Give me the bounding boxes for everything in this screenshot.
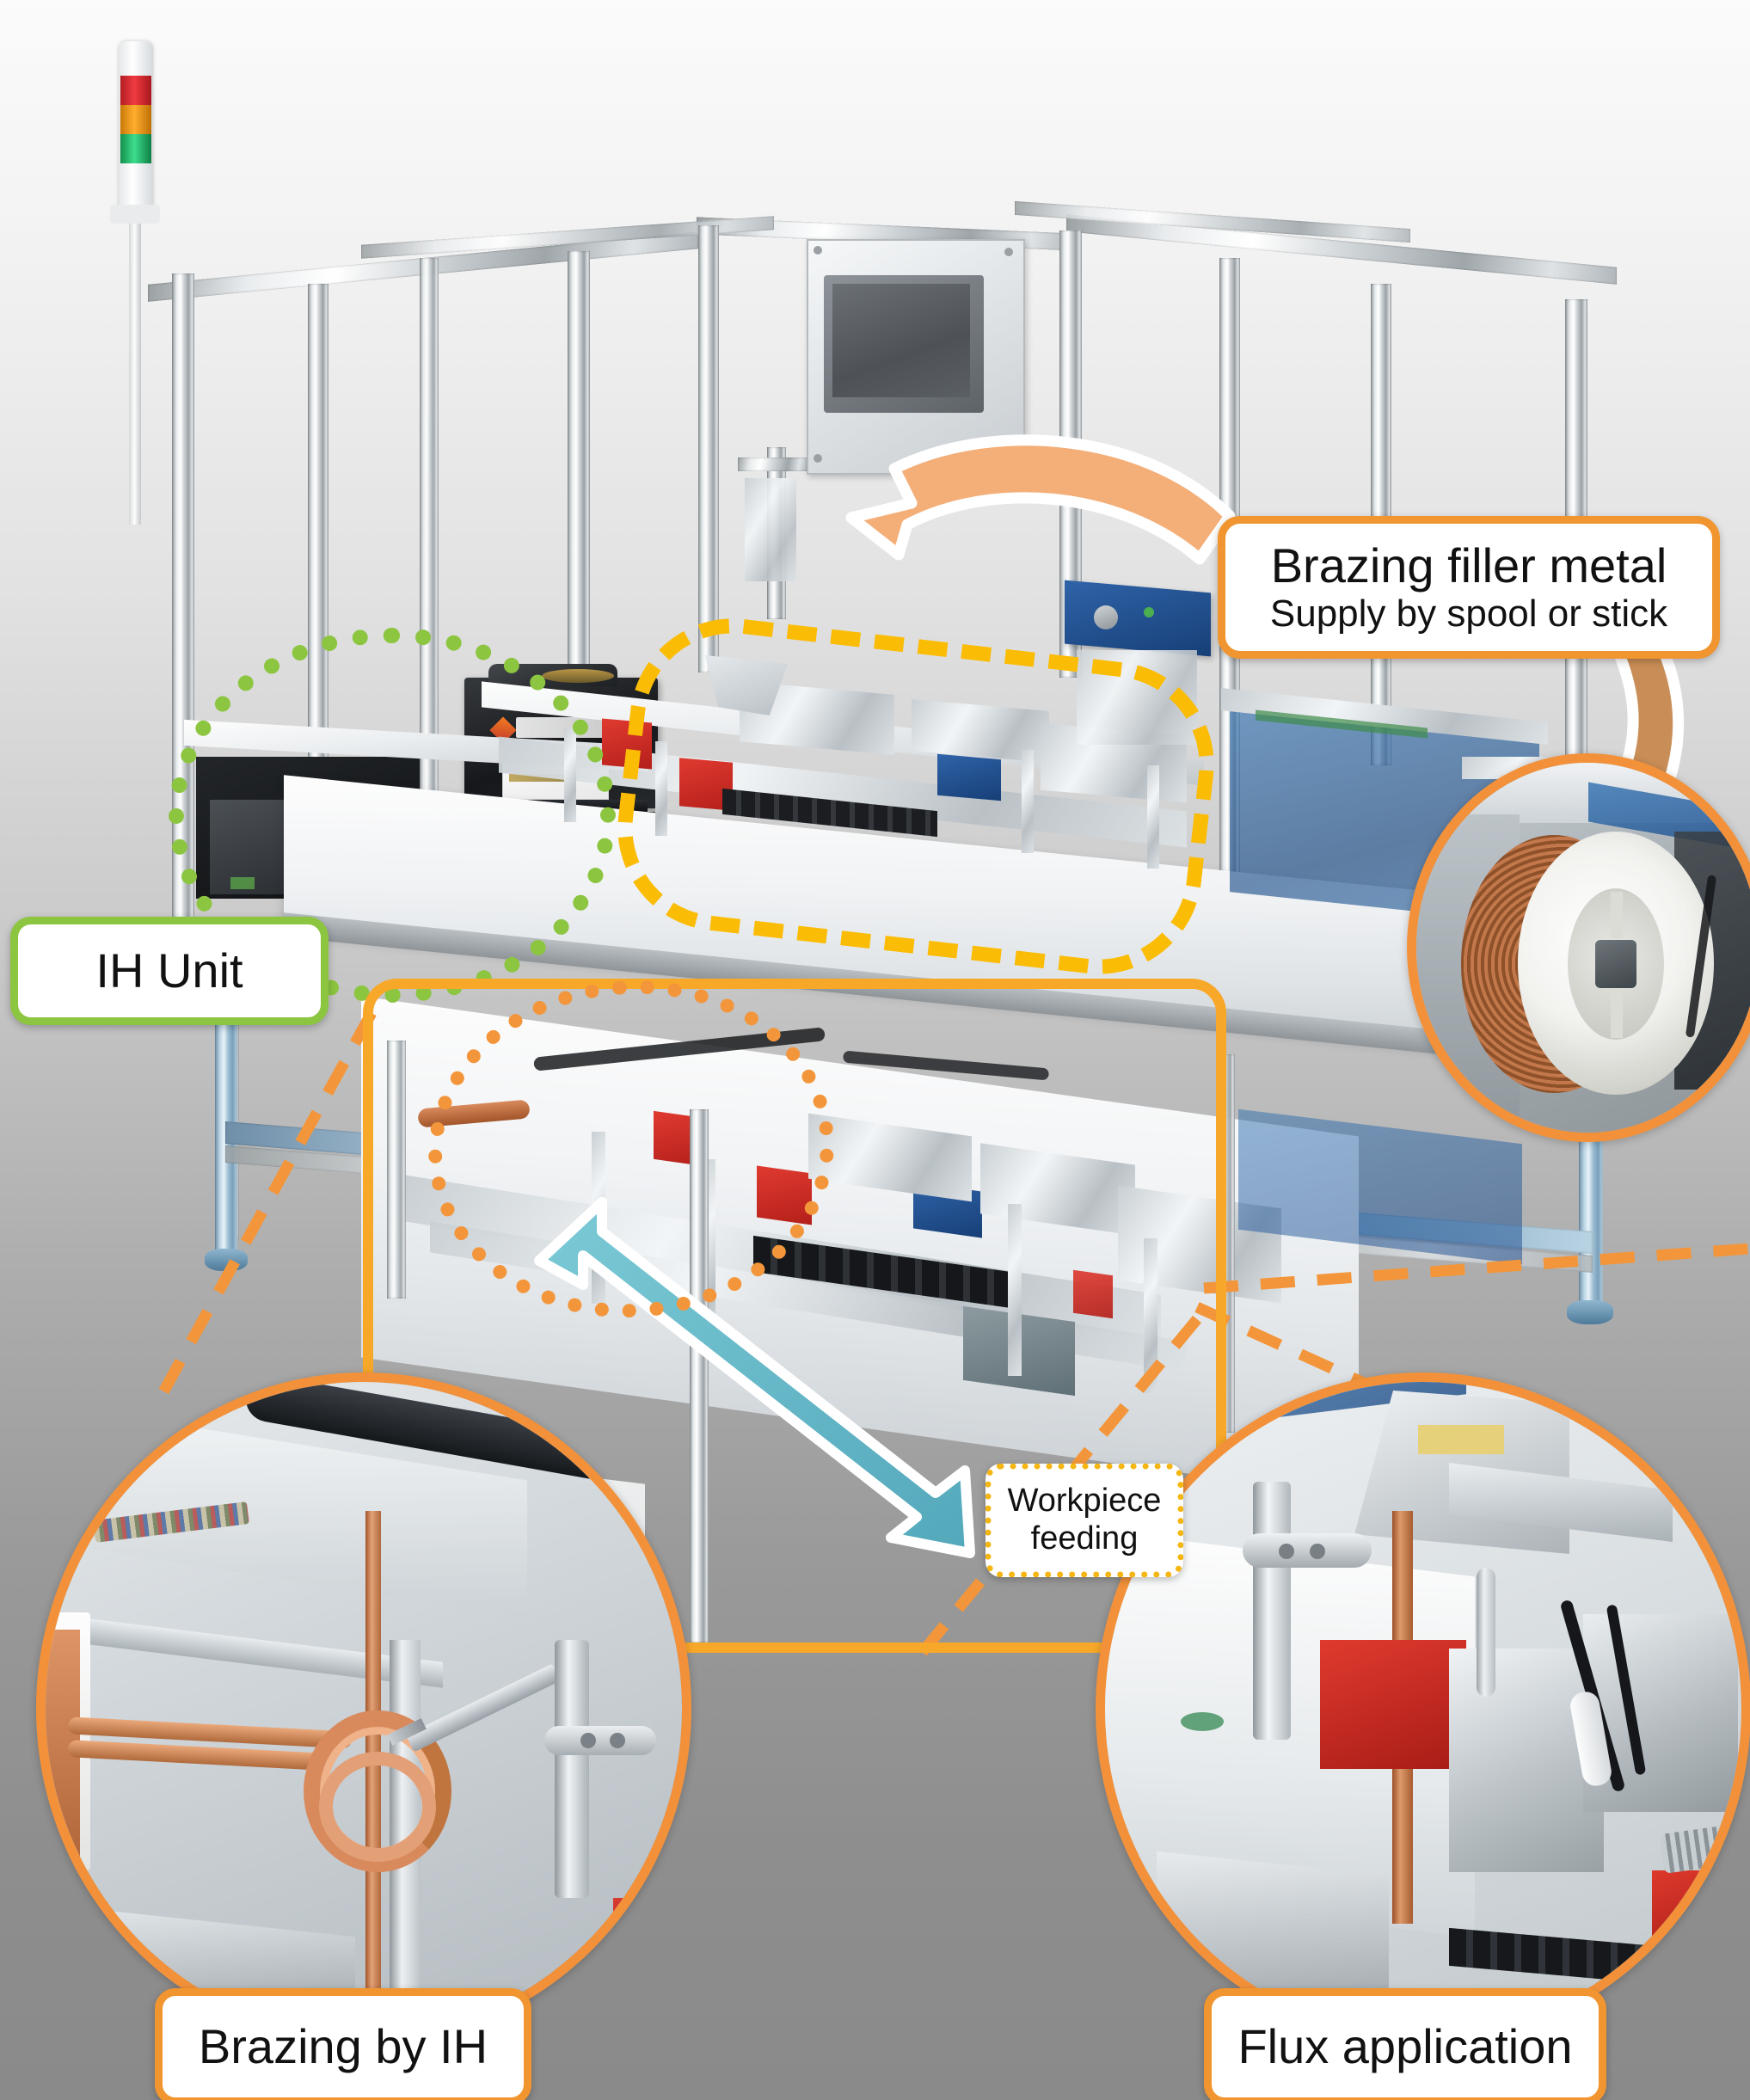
filler-feeder-stand — [1077, 650, 1197, 745]
callout-ih-title: IH Unit — [95, 943, 243, 998]
flux-piston-rod — [1477, 1568, 1495, 1697]
flux-clamp-lever — [1243, 1533, 1372, 1568]
hmi-mount-plate — [738, 457, 807, 471]
stack-light-red — [120, 76, 151, 105]
flux-tape-label — [1418, 1425, 1504, 1454]
callout-brazing-title: Brazing by IH — [198, 2018, 488, 2073]
hmi-bolt-tr — [1004, 248, 1013, 256]
flux-clamp-bolt-1 — [1279, 1544, 1294, 1559]
hmi-bolt-br — [1004, 456, 1013, 464]
ih-unit-top-ring — [542, 669, 614, 683]
flux-base-plate — [1157, 1851, 1389, 2005]
lower-vert-col-2 — [387, 1041, 406, 1299]
inset-flux-image — [1105, 1382, 1741, 2036]
callout-brazing-filler-metal: Brazing filler metal Supply by spool or … — [1218, 516, 1720, 659]
foot-left — [205, 1249, 248, 1271]
brz-red-block — [613, 1898, 673, 1975]
brz-clamp-post — [555, 1640, 589, 1898]
callout-workpiece-feeding: Workpiece feeding — [986, 1464, 1183, 1577]
callout-feed-title: Workpiece feeding — [1007, 1483, 1162, 1557]
hmi-post-bracket — [745, 478, 796, 581]
inset-spool-circle — [1407, 753, 1750, 1142]
callout-flux-application: Flux application — [1204, 1988, 1606, 2100]
flux-steel-head — [1449, 1649, 1604, 1872]
callout-brazing-by-ih: Brazing by IH — [155, 1988, 531, 2100]
upper-line-post-3 — [1022, 750, 1034, 853]
spool-spoke-2 — [1611, 988, 1623, 1038]
inset-spool-image — [1416, 763, 1750, 1133]
brz-coil-turn-2 — [319, 1752, 436, 1862]
inset-brazing-circle — [36, 1372, 691, 2045]
stack-light-amber — [120, 105, 151, 134]
callout-ih-unit: IH Unit — [10, 917, 329, 1025]
hmi-bolt-tl — [814, 246, 822, 255]
flux-clamp-bolt-2 — [1310, 1544, 1325, 1559]
flux-clamp-post — [1253, 1482, 1291, 1740]
spool-hub-boss — [1595, 940, 1636, 988]
brz-clamp-lever — [544, 1726, 656, 1755]
callout-filler-subtitle: Supply by spool or stick — [1269, 593, 1668, 636]
upper-line-post-4 — [1147, 765, 1159, 869]
filler-feeder-knob — [1094, 605, 1118, 629]
flux-green-dot — [1181, 1712, 1224, 1731]
inset-brazing-image — [46, 1382, 682, 2036]
flux-red-block-main — [1320, 1640, 1466, 1769]
frame-post-5 — [698, 225, 719, 672]
foot-right — [1567, 1300, 1613, 1324]
stack-light-green — [120, 134, 151, 163]
flux-spring — [1660, 1824, 1739, 1874]
stack-light-bracket — [110, 205, 160, 224]
inset-flux-circle — [1096, 1372, 1750, 2045]
filler-feeder-unit — [1065, 580, 1211, 657]
upper-line-post-2 — [655, 741, 667, 836]
spool-spoke-1 — [1611, 892, 1623, 938]
hmi-screen[interactable] — [832, 284, 970, 397]
filler-feeder-led — [1144, 607, 1154, 617]
brz-clamp-bolt-1 — [580, 1733, 596, 1748]
brz-alu-frame — [82, 1618, 443, 1688]
callout-flux-title: Flux application — [1237, 2018, 1573, 2073]
brz-clamp-bolt-2 — [610, 1733, 625, 1748]
production-line-highlight-outline — [606, 607, 1225, 986]
hmi-bolt-bl — [814, 454, 822, 463]
callout-filler-title: Brazing filler metal — [1270, 537, 1667, 593]
